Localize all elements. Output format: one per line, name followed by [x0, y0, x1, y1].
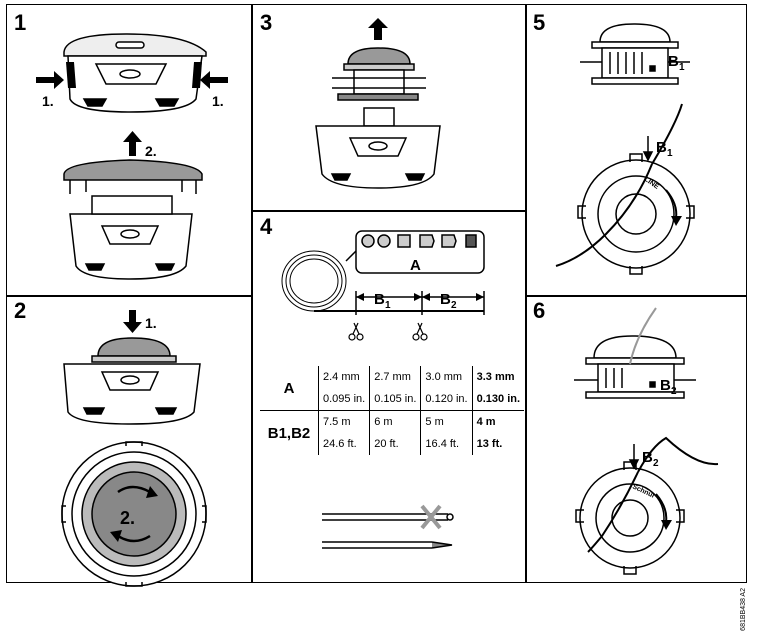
row-key-a: A: [283, 379, 295, 397]
trimmer-head-housing-top: [63, 33, 207, 113]
length-dimension: [355, 291, 485, 315]
line-coil: [281, 250, 484, 312]
table-cell: 7.5 m: [317, 410, 370, 433]
cut-line-end: [322, 541, 453, 549]
cross-icon: [420, 504, 442, 530]
arrow-head: [671, 216, 682, 226]
row-key-b1-b2: B1,B2: [260, 410, 319, 455]
spool-top-view: [577, 153, 695, 275]
wind-direction-arrow: [665, 189, 678, 219]
spool-top-view: [61, 441, 207, 587]
scissors-icon: [412, 322, 428, 341]
label-step-2: 2.: [145, 143, 157, 159]
arrow-head: [661, 520, 672, 530]
press-arrow: [123, 310, 142, 333]
trimmer-head-housing: [315, 107, 441, 189]
divider-right: [525, 4, 527, 583]
squeeze-arrows: [36, 71, 228, 89]
step-number-2: 2: [14, 298, 27, 323]
panel-1-illustration: 1. 1. 2.: [36, 33, 228, 280]
label-line-profile-a: A: [410, 257, 421, 274]
table-cell: 5 m: [420, 410, 473, 433]
panel-6-illustration: B 2 B 2 Schnur: [574, 307, 719, 575]
spool-lifted: [332, 47, 426, 101]
panel-2-illustration: 1. 2.: [61, 310, 207, 587]
label-b1-bottom: B: [656, 139, 667, 156]
label-step-1: 1.: [145, 315, 157, 331]
divider-right-horizontal: [525, 295, 747, 297]
label-length-b2: B: [440, 291, 451, 308]
line-profiles-box: [345, 230, 485, 274]
label-b2-bottom: B: [642, 449, 653, 466]
table-cell: 16.4 ft.: [420, 433, 473, 455]
step-number-5: 5: [533, 10, 546, 35]
table-cell: 20 ft.: [369, 433, 421, 455]
trimmer-head-housing-bottom: [69, 195, 193, 280]
label-b1-top-subscript: 1: [679, 62, 685, 73]
trimmer-line: [587, 436, 719, 553]
rotate-arrows: [117, 485, 151, 543]
insert-arrow: [642, 136, 654, 162]
panel-4-illustration: A B 1 B 2: [281, 230, 485, 341]
table-cell: 3.0 mm: [420, 366, 473, 388]
table-cell: 4 m: [471, 410, 525, 433]
table-cell: 2.7 mm: [369, 366, 421, 388]
diagram-frame: [6, 4, 747, 583]
table-cell: 3.3 mm: [471, 366, 525, 388]
wind-direction-arrow: [655, 493, 668, 523]
label-step-1-right: 1.: [212, 93, 224, 109]
label-length-b1: B: [374, 291, 385, 308]
label-b1-top: B: [668, 53, 679, 70]
table-cell: 24.6 ft.: [317, 433, 370, 455]
table-cell: 6 m: [369, 410, 421, 433]
spool-side-view: [580, 23, 690, 85]
divider-left: [251, 4, 253, 583]
label-length-b1-subscript: 1: [385, 300, 391, 311]
label-b2-bottom-subscript: 2: [653, 458, 659, 469]
lift-arrow: [123, 131, 142, 156]
cap-lifted: [63, 159, 203, 194]
step-number-4: 4: [260, 214, 273, 239]
lift-arrow: [368, 18, 388, 40]
spool-side-view: [574, 335, 696, 399]
table-cell: 0.130 in.: [471, 388, 525, 411]
label-length-b2-subscript: 2: [451, 300, 457, 311]
label-b2-top: B: [660, 377, 671, 394]
panel-5-illustration: B 1 B 1 LINE: [555, 23, 695, 275]
trimmer-head-housing: [63, 363, 201, 425]
trimmer-line: [555, 103, 683, 267]
step-number-6: 6: [533, 298, 546, 323]
label-b2-top-subscript: 2: [671, 386, 677, 397]
trimmer-line-side: [629, 307, 657, 365]
label-rotate-step-2: 2.: [120, 508, 135, 528]
table-cell: 2.4 mm: [317, 366, 370, 388]
spool-top-view: [575, 461, 685, 575]
label-b1-bottom-subscript: 1: [667, 148, 673, 159]
divider-middle-horizontal: [251, 210, 525, 212]
scissors-icon: [348, 322, 364, 341]
line-spec-table: A 2.4 mm 2.7 mm 3.0 mm 3.3 mm 0.095 in. …: [260, 366, 525, 455]
divider-left-horizontal: [6, 295, 251, 297]
latch-tabs: [66, 62, 202, 88]
table-cell: 0.105 in.: [369, 388, 421, 411]
panel-3-illustration: [315, 18, 441, 189]
table-cell: 13 ft.: [471, 433, 525, 455]
step-number-1: 1: [14, 10, 27, 35]
cap-installed: [91, 337, 177, 363]
label-step-1-left: 1.: [42, 93, 54, 109]
line-end-illustration: [322, 504, 454, 549]
insert-arrow: [628, 444, 640, 470]
table-cell: 0.095 in.: [317, 388, 370, 411]
table-cell: 0.120 in.: [420, 388, 473, 411]
step-number-3: 3: [260, 10, 273, 35]
document-code: 681BB438 A2: [740, 588, 747, 631]
